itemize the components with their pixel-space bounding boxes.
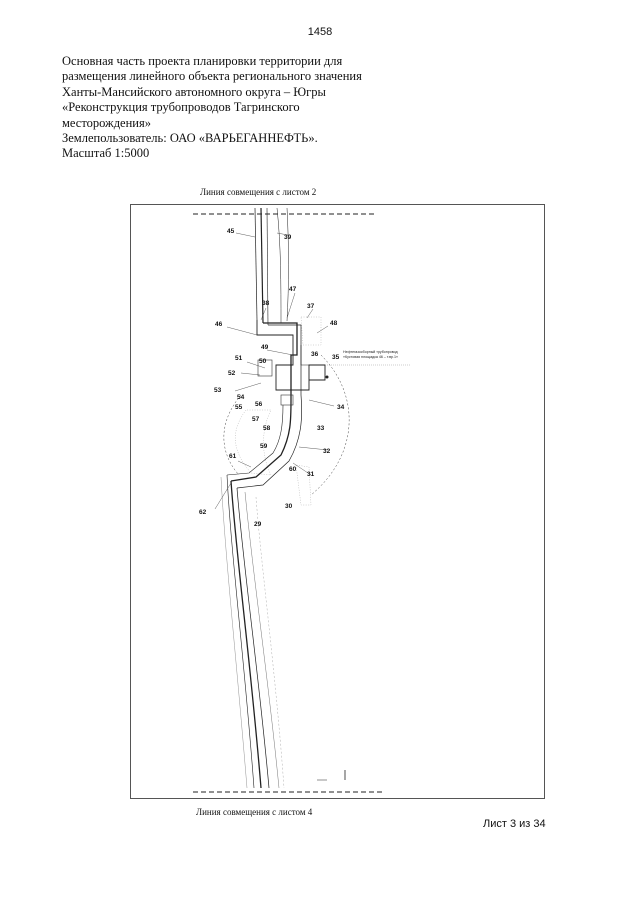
header-line: размещения линейного объекта регионально… [62,69,362,84]
boundary-arc [223,394,242,476]
point-label: 30 [285,503,293,510]
point-label: 55 [235,404,243,411]
header-line: месторождения» [62,115,151,130]
header-line: Масштаб 1:5000 [62,146,150,161]
point-label: 60 [289,466,297,473]
point-label: 45 [227,228,235,235]
point-labels: 45 39 47 37 38 48 46 49 35 36 51 50 52 5… [199,228,345,528]
point-label: 32 [323,448,331,455]
point-label: 51 [235,355,243,362]
point-label: 52 [228,370,236,377]
page-number: 1458 [307,26,333,38]
point-label: 29 [254,521,262,528]
terrain-area [300,316,322,346]
point-label: 48 [330,320,338,327]
point-label: 37 [307,303,315,310]
bottom-match-line-label: Линия совмещения с листом 4 [196,807,313,817]
leader-lines [214,232,335,510]
point-label: 38 [262,300,270,307]
sheet-counter: Лист 3 из 34 [483,818,546,830]
equipment-site [280,394,294,406]
header-line: Ханты-Мансийского автономного округа – Ю… [62,84,326,99]
map-note: «Кустовая площадка 46 – т.вр.1» [343,355,398,359]
point-label: 61 [229,453,237,460]
point-label: 31 [307,471,315,478]
plan-map: Нефтегазосборный трубопровод «Кустовая п… [193,207,411,793]
point-label: 56 [255,401,263,408]
point-label: 62 [199,509,207,516]
point-label: 53 [214,387,222,394]
point-label: 50 [259,358,267,365]
map-frame: Нефтегазосборный трубопровод «Кустовая п… [130,204,545,799]
header-line: «Реконструкция трубопроводов Тагринского [62,100,300,115]
point-label: 59 [260,443,268,450]
header-line: Основная часть проекта планировки террит… [62,54,343,68]
point-label: 46 [215,321,223,328]
point-label: 35 [332,354,340,361]
survey-marker [325,375,329,379]
equipment-site [257,359,273,377]
point-label: 58 [263,425,271,432]
point-label: 54 [237,394,245,401]
header-line: Землепользователь: ОАО «ВАРЬЕГАННЕФТЬ». [62,131,318,146]
map-note: Нефтегазосборный трубопровод [343,350,399,354]
boundary-arc [310,354,350,496]
point-label: 36 [311,351,319,358]
terrain-area [295,464,312,506]
point-label: 33 [317,425,325,432]
point-label: 49 [261,344,269,351]
document-header: Основная часть проекта планировки террит… [62,54,392,162]
point-label: 57 [252,416,260,423]
point-label: 34 [337,404,345,411]
top-match-line-label: Линия совмещения с листом 2 [200,187,317,197]
point-label: 39 [284,234,292,241]
point-label: 47 [289,286,297,293]
pipeline-corridor [220,207,326,789]
